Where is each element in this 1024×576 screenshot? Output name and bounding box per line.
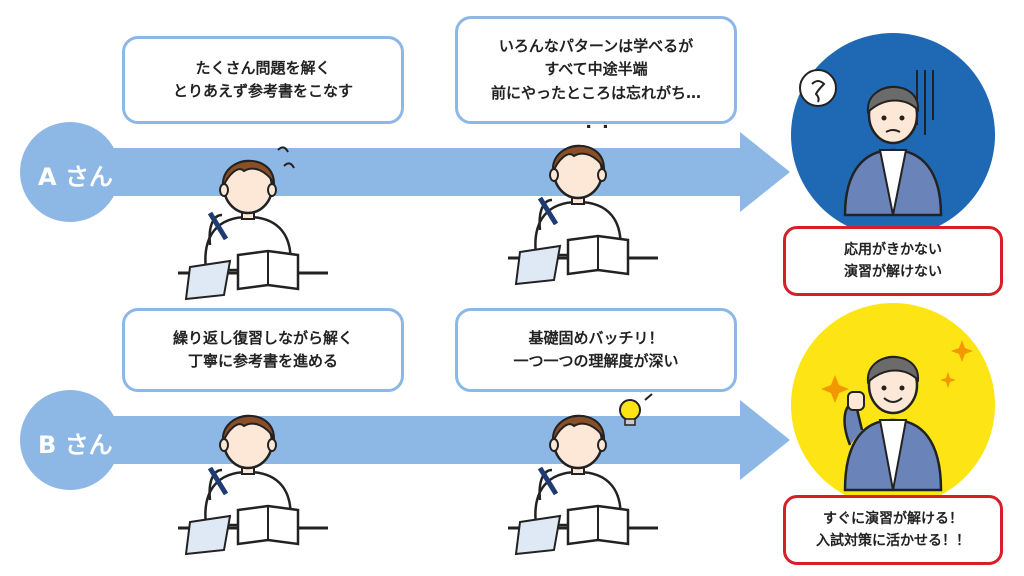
swirl-thought-icon — [799, 69, 837, 107]
label-circle-b — [20, 390, 120, 490]
speech-bubble-b2: 基礎固めバッチリ！ 一つ一つの理解度が深い — [455, 308, 737, 392]
arrow-b — [90, 400, 790, 480]
bubble-b2-line1: 基礎固めバッチリ！ — [528, 328, 664, 347]
result-box-a: 応用がきかない 演習が解けない — [783, 226, 1003, 296]
speech-bubble-a2: いろんなパターンは学べるが すべて中途半端 前にやったところは忘れがち… — [455, 16, 737, 124]
result-box-b: すぐに演習が解ける！ 入試対策に活かせる！！ — [783, 495, 1003, 565]
bubble-a2-line2: すべて中途半端 — [544, 60, 648, 79]
speech-bubble-b1: 繰り返し復習しながら解く 丁寧に参考書を進める — [122, 308, 404, 392]
label-circle-a — [20, 122, 120, 222]
sweat-marks — [277, 146, 295, 169]
result-b-line1: すぐに演習が解ける！ — [823, 510, 963, 527]
bubble-b2-line2: 一つ一つの理解度が深い — [513, 352, 679, 370]
bubble-a2-line1: いろんなパターンは学べるが — [498, 37, 694, 56]
bubble-a1-line2: とりあえず参考書をこなす — [172, 82, 353, 100]
bubble-b1-line1: 繰り返し復習しながら解く — [172, 328, 353, 347]
speech-bubble-a1: たくさん問題を解く とりあえず参考書をこなす — [122, 36, 404, 124]
bubble-b1-line2: 丁寧に参考書を進める — [187, 352, 338, 370]
result-a-line2: 演習が解けない — [844, 264, 942, 280]
lightbulb-icon — [619, 383, 653, 426]
arrow-a — [90, 132, 790, 212]
result-a-line1: 応用がきかない — [844, 241, 942, 258]
happy-man — [843, 355, 943, 492]
sparkle-icons — [821, 340, 973, 403]
person-a-label: A さん — [38, 163, 113, 191]
bubble-a1-line1: たくさん問題を解く — [195, 58, 331, 77]
worried-man — [843, 85, 943, 217]
result-b-line2: 入試対策に活かせる！！ — [816, 533, 970, 549]
bubble-a2-line3: 前にやったところは忘れがち… — [490, 83, 701, 102]
person-b-label: B さん — [38, 431, 113, 459]
